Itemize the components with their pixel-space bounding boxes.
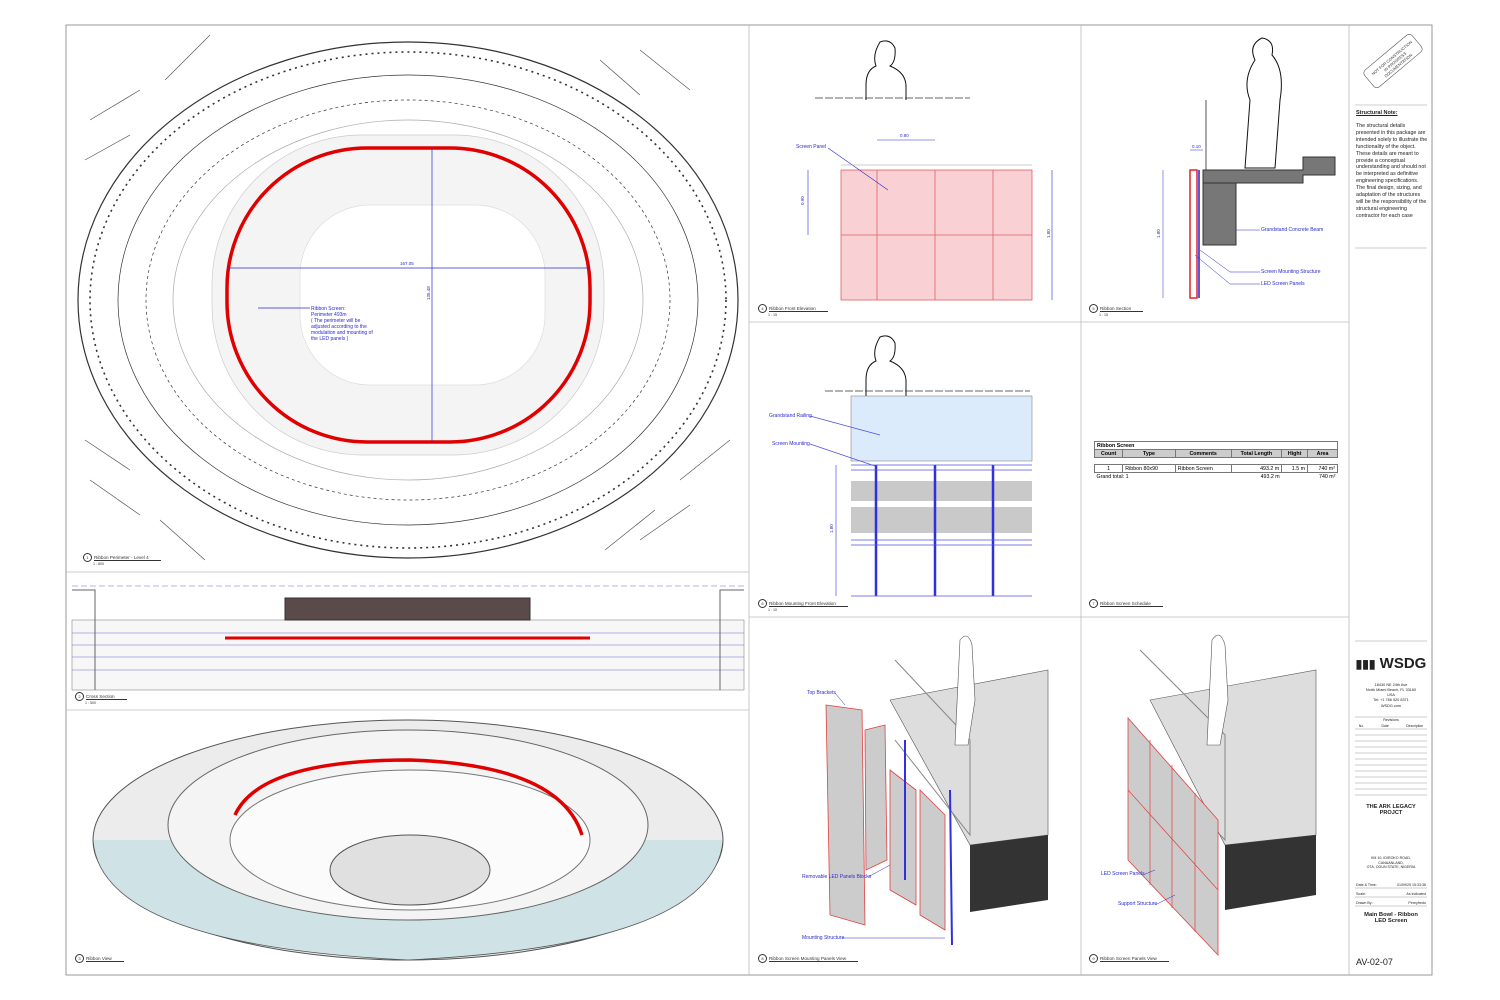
cell-area: 740 m² — [1307, 464, 1338, 473]
elevation-total-height-dimension: 1.80 — [1046, 229, 1051, 238]
logo-mark-icon: ▮▮▮ — [1355, 657, 1376, 671]
ribbon-screen-3d — [233, 758, 584, 836]
title-fields: Date & Time:01/09/25 15:33:36 Scale:As i… — [1356, 883, 1426, 905]
grand-total-area: 740 m² — [1319, 473, 1336, 480]
section-depth-dimension: 0.10 — [1192, 144, 1201, 149]
plan-dimensions — [227, 148, 590, 442]
grand-total-length: 493.2 m — [1260, 473, 1280, 480]
col-count: Count — [1093, 449, 1124, 458]
grand-total-row: Grand total: 1 493.2 m 740 m² — [1095, 473, 1338, 481]
mounting-panels-3d — [825, 635, 1049, 946]
plan-ribbon-note: Ribbon Screen:Perimeter 493m( The perime… — [311, 306, 373, 342]
screen-mounting-label: Screen Mounting — [772, 441, 810, 447]
grandstand-railing-label: Grandstand Railing — [769, 413, 812, 419]
screen-panel-label: Screen Panel — [796, 144, 827, 150]
plan-height-dimension: 135.48 — [426, 286, 431, 300]
structural-note: Structural Note: The structural details … — [1356, 110, 1428, 219]
cell-comments: Ribbon Screen — [1174, 464, 1232, 473]
mounting-structure-label: Screen Mounting Structure — [1261, 269, 1321, 275]
plan-width-dimension: 167.05 — [400, 261, 414, 266]
project-name: THE ARK LEGACY PROJCT — [1366, 804, 1416, 816]
screen-panels-3d — [1127, 634, 1317, 957]
col-hight: Hight — [1281, 449, 1309, 458]
mounting-front-elevation — [809, 335, 1033, 597]
grand-total-label: Grand total: 1 — [1096, 473, 1129, 480]
cell-count: 1 — [1093, 464, 1124, 473]
support-structure-label: Support Structure — [1118, 901, 1158, 907]
concrete-beam-label: Grandstand Concrete Beam — [1261, 227, 1324, 233]
viewport-dividers — [66, 25, 1350, 975]
mounting-structure-3d-label: Mounting Structure — [802, 935, 845, 941]
title-block-lines — [1355, 104, 1427, 907]
cell-length: 493.2 m — [1230, 464, 1283, 473]
ribbon-section — [1162, 37, 1336, 299]
col-total-length: Total Length — [1230, 449, 1283, 458]
structural-note-body: The structural details presented in this… — [1356, 123, 1428, 219]
cell-hight: 1.5 m — [1281, 464, 1309, 473]
cross-section-drawing — [71, 585, 745, 691]
elevation-height-dimension: 0.90 — [800, 196, 805, 205]
section-height-dimension: 1.80 — [1156, 229, 1161, 238]
col-area: Area — [1307, 449, 1338, 458]
removable-panels-label: Removable LED Panels Blocks — [802, 874, 872, 880]
ribbon-front-elevation — [807, 40, 1053, 301]
stamp-frame — [1363, 33, 1423, 89]
revisions-title: Revisions — [1383, 718, 1399, 722]
led-panels-label: LED Screen Panels — [1261, 281, 1305, 287]
project-site: KM 10, IDIROKO ROAD,CANAANLAND,OTA, OGUN… — [1366, 856, 1416, 870]
ribbon-screen-perimeter — [225, 146, 592, 444]
sheet-title: Main Bowl - Ribbon LED Screen — [1364, 912, 1418, 924]
col-comments: Comments — [1174, 449, 1232, 458]
col-type: Type — [1122, 449, 1176, 458]
led-screen-panels-3d-label: LED Screen Panels — [1101, 871, 1145, 877]
cell-type: Ribbon 80x90 — [1122, 464, 1176, 473]
schedule-title: Ribbon Screen — [1094, 441, 1338, 450]
top-brackets-label: Top Brackets — [807, 690, 836, 696]
stadium-plan — [77, 34, 739, 561]
mounting-height-dimension: 1.80 — [829, 524, 834, 533]
wsdg-logo: ▮▮▮ WSDG — [1355, 655, 1427, 672]
structural-note-title: Structural Note: — [1356, 110, 1398, 116]
sheet-number: AV-02-07 — [1356, 957, 1393, 967]
elevation-width-dimension: 0.80 — [900, 133, 909, 138]
ribbon-3d-view — [92, 719, 724, 961]
